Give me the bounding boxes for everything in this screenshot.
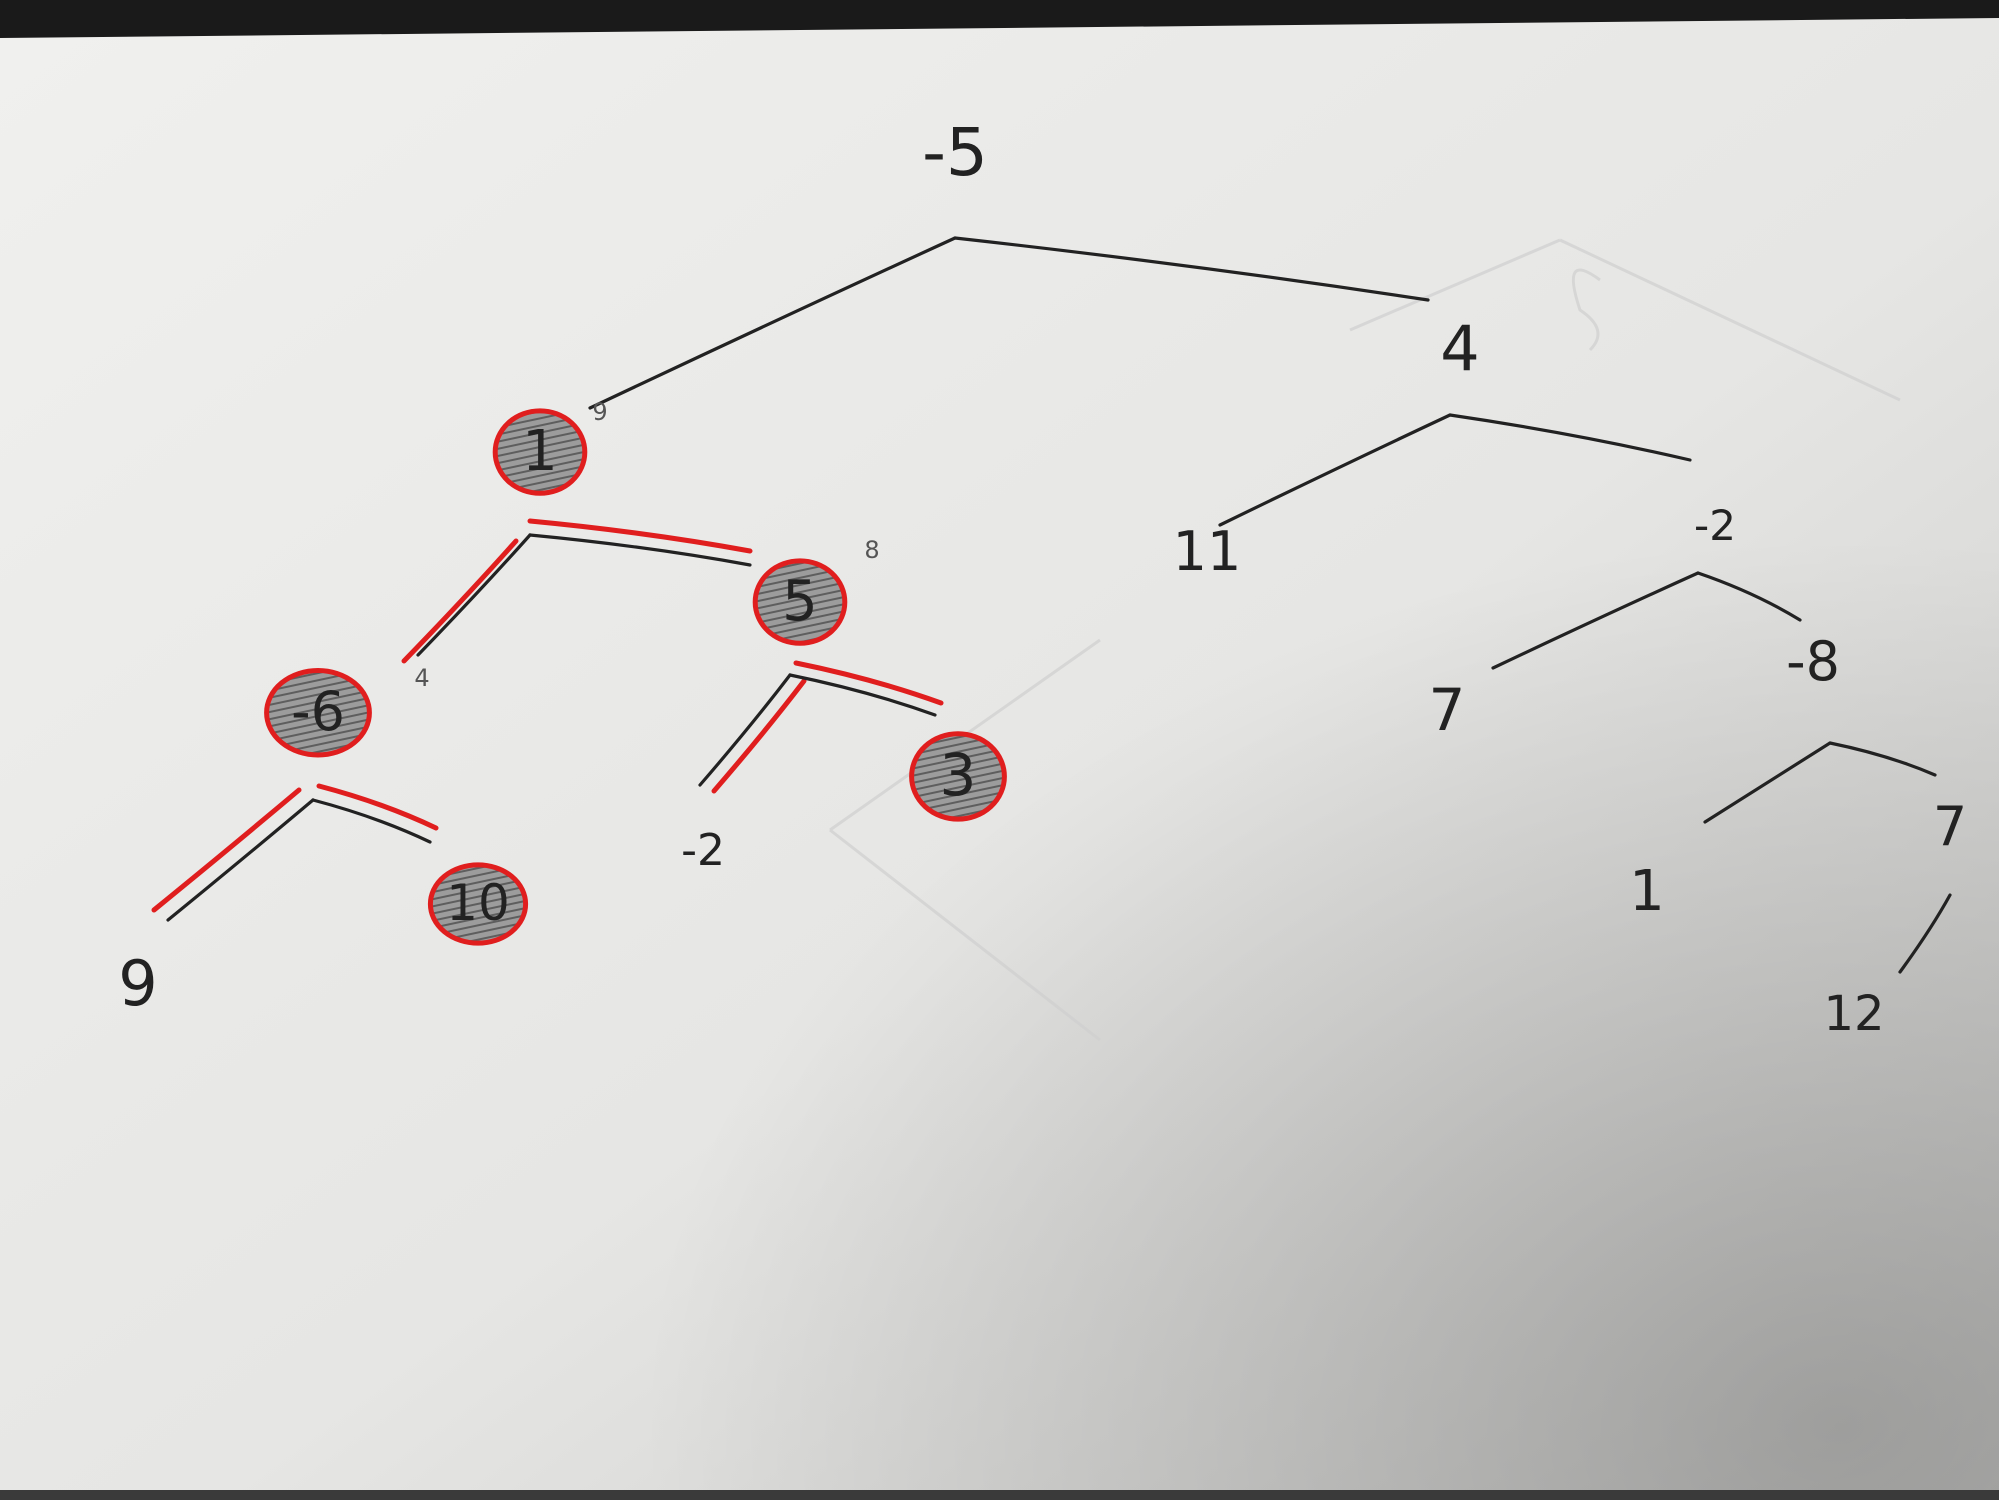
edge-n4-to-n11 xyxy=(1218,413,1452,527)
edge-n7b-to-n12 xyxy=(1898,893,1952,974)
edge-n-8-to-n7b xyxy=(1828,741,1937,777)
edge-n1-to-n-6 xyxy=(416,533,532,657)
max-path-edge-n-6-to-n9 xyxy=(151,787,302,913)
node-label-n-6: -6 xyxy=(291,680,345,743)
edge-n-6-to-n9 xyxy=(166,798,315,922)
node-label-n-5-root: -5 xyxy=(922,114,988,191)
node-label-n9: 9 xyxy=(118,947,157,1020)
desk-edge xyxy=(0,1490,1999,1500)
tree-edges xyxy=(151,236,1952,974)
edge-n-2r-to-n-8 xyxy=(1696,571,1802,622)
highlight-circle-n10 xyxy=(427,862,529,946)
node-label-n4: 4 xyxy=(1440,312,1479,385)
node-label-n1b: 1 xyxy=(1629,859,1665,924)
max-path-edge-n1-to-n5 xyxy=(527,518,753,554)
edge-n-2r-to-n7a xyxy=(1491,571,1700,670)
node-label-n7b: 7 xyxy=(1933,795,1967,858)
highlight-circle-n1 xyxy=(492,408,588,496)
path-sum-annotation-n5: 8 xyxy=(864,536,879,564)
highlight-circle-n-6 xyxy=(264,667,372,758)
max-path-edge-n-6-to-n10 xyxy=(316,783,439,831)
max-path-edge-n1-to-n-6 xyxy=(401,538,519,664)
node-highlights xyxy=(264,408,1007,946)
path-sum-annotation-n-6: 4 xyxy=(414,664,429,692)
highlight-circle-n5 xyxy=(752,558,848,646)
edge-n5-to-n-2l xyxy=(698,673,792,787)
highlight-circle-n3 xyxy=(909,731,1007,822)
node-labels: -5 1 9 4 -6 4 5 8 11 -2 9 10 -2 3 7 -8 1 7 12 xyxy=(118,114,1967,1042)
node-label-n10: 10 xyxy=(446,874,510,932)
node-label-n-2r: -2 xyxy=(1694,501,1736,550)
edge-n-5-root-to-n4 xyxy=(953,236,1430,302)
edge-n-8-to-n1b xyxy=(1703,741,1832,824)
node-label-n12: 12 xyxy=(1823,986,1884,1042)
max-path-edge-n5-to-n3 xyxy=(793,660,944,706)
node-label-n-8: -8 xyxy=(1786,630,1840,693)
node-label-n7a: 7 xyxy=(1429,676,1466,744)
edge-n-5-root-to-n1 xyxy=(588,236,957,410)
max-path-edge-n5-to-n-2l xyxy=(711,678,807,794)
show-through-marks xyxy=(829,238,1901,1042)
node-label-n-2l: -2 xyxy=(681,825,725,876)
edge-n-6-to-n10 xyxy=(311,798,432,844)
node-label-n1: 1 xyxy=(522,419,558,484)
edge-n4-to-n-2r xyxy=(1448,413,1692,462)
edge-n1-to-n5 xyxy=(528,533,752,567)
node-label-n11: 11 xyxy=(1173,520,1242,583)
node-label-n3: 3 xyxy=(940,741,977,809)
path-sum-annotation-n1: 9 xyxy=(592,398,607,426)
edge-n5-to-n3 xyxy=(788,673,937,717)
node-label-n5: 5 xyxy=(782,569,818,634)
